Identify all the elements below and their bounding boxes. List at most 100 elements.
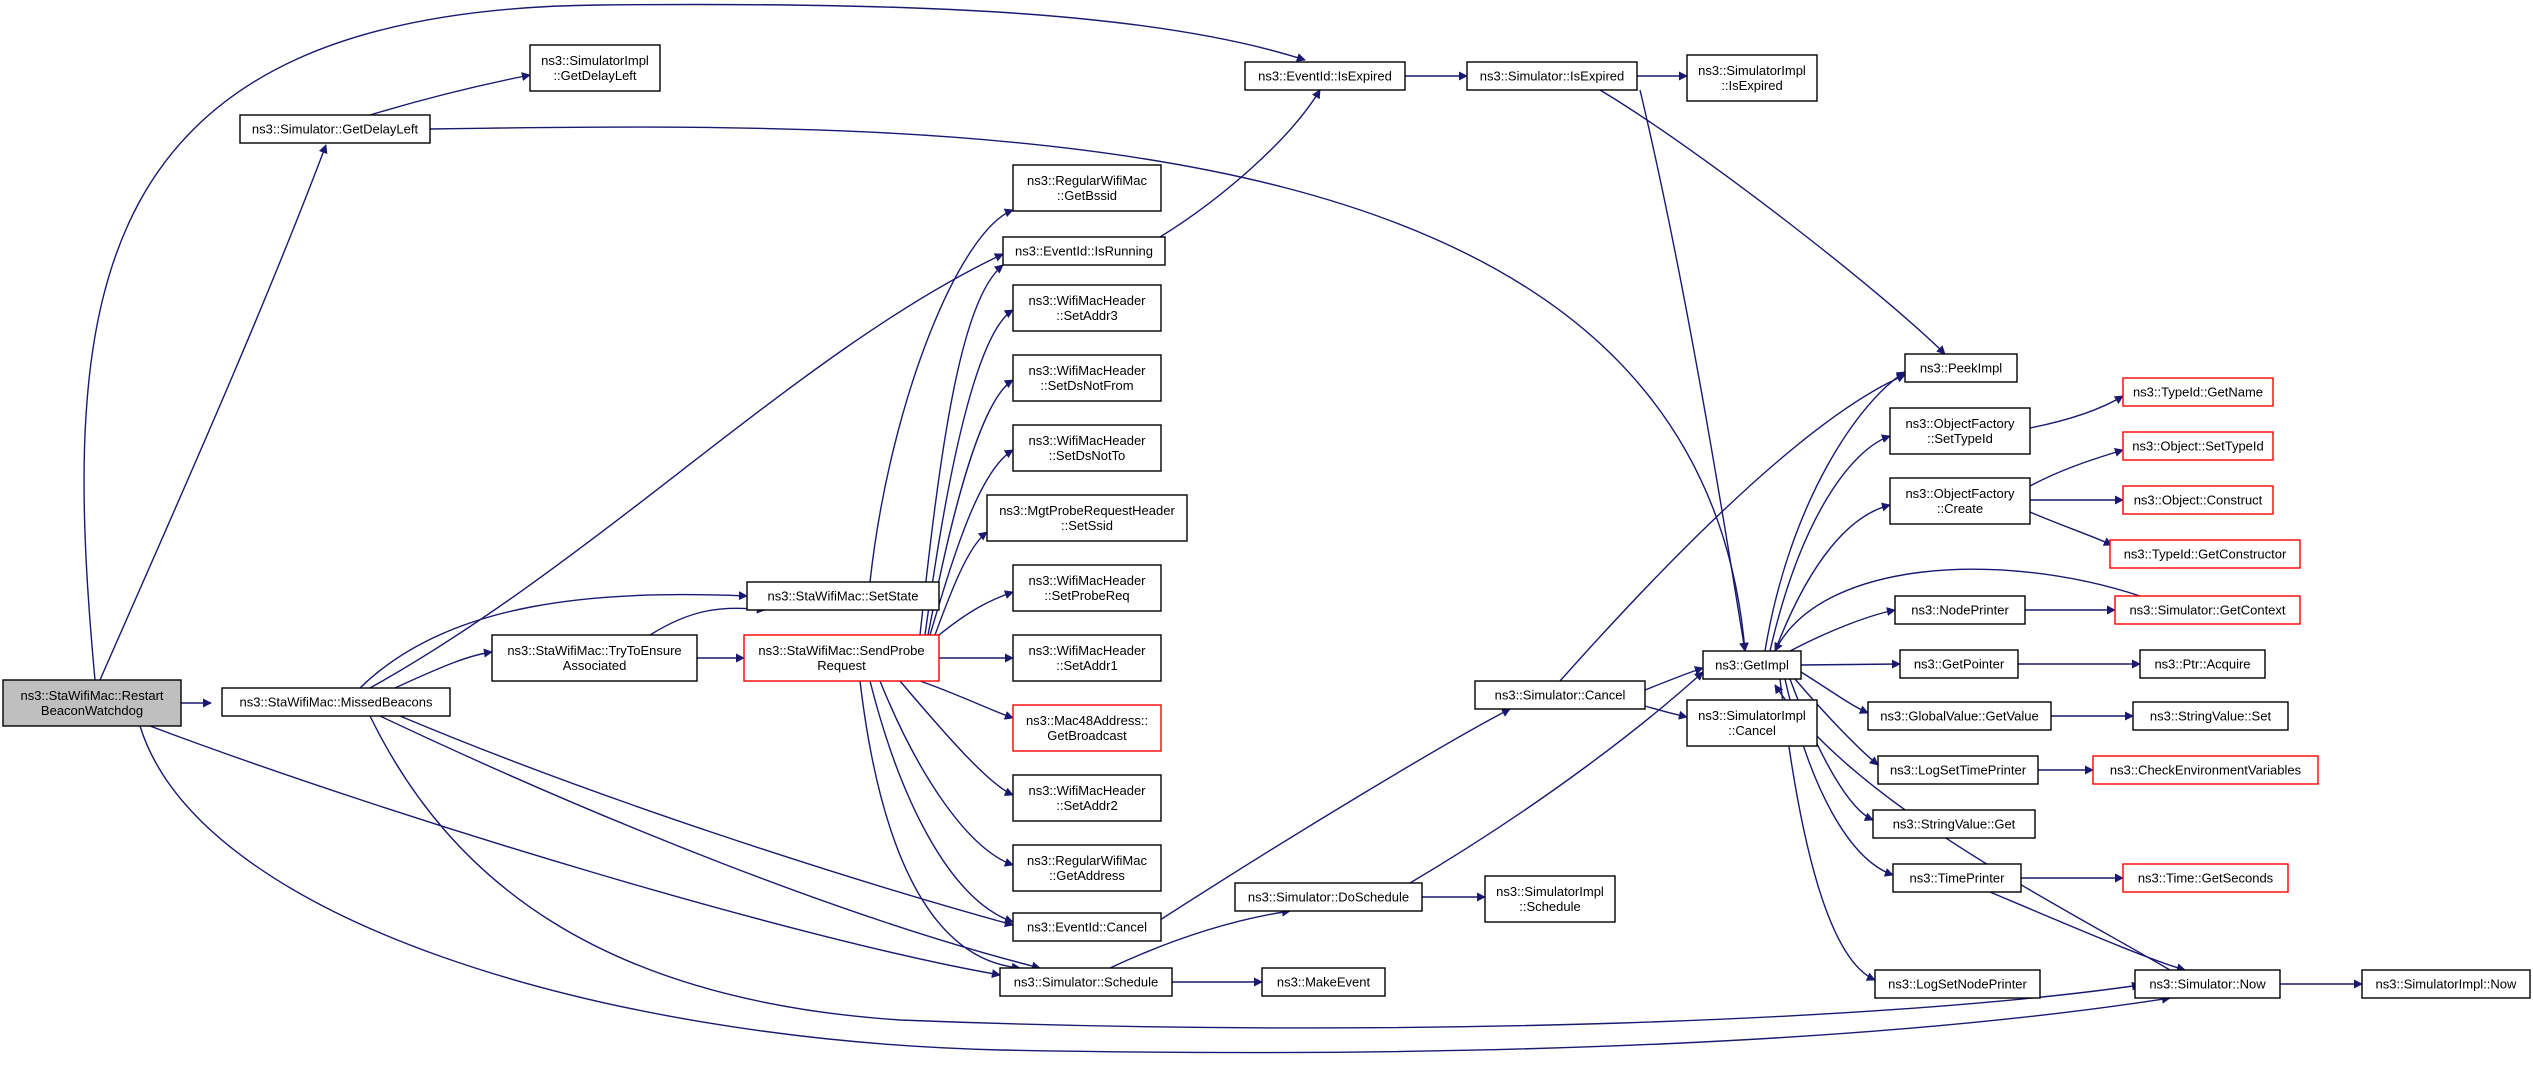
node-label: ns3::Object::Construct [2134,493,2263,508]
node-box [2139,649,2266,679]
node-label: ns3::MakeEvent [1277,975,1371,990]
node-box [1234,882,1423,912]
node-schedule[interactable]: ns3::Simulator::Schedule [999,967,1173,997]
node-logsetnodeprinter[interactable]: ns3::LogSetNodePrinter [1874,969,2041,999]
node-timeprinter[interactable]: ns3::TimePrinter [1892,863,2022,893]
node-checkenv[interactable]: ns3::CheckEnvironmentVariables [2092,755,2319,785]
node-of_settypeid[interactable]: ns3::ObjectFactory::SetTypeId [1889,407,2031,455]
edge-to-typeid_getname [2029,395,2124,429]
edge-to-setprobereq [938,590,1014,636]
edge-to-getpointer [1800,659,1901,669]
node-setdsnotto[interactable]: ns3::WifiMacHeader::SetDsNotTo [1012,424,1162,472]
node-typeid_getctor[interactable]: ns3::TypeId::GetConstructor [2109,539,2301,569]
node-getdelayleft[interactable]: ns3::Simulator::GetDelayLeft [239,114,431,144]
node-box [1702,650,1802,680]
edge-to-getbssid [869,208,1014,583]
node-of_create[interactable]: ns3::ObjectFactory::Create [1889,477,2031,525]
node-sim_getcontext[interactable]: ns3::Simulator::GetContext [2114,595,2301,625]
node-label: ::SetDsNotFrom [1040,378,1133,393]
edge-to-getimpl [429,126,1749,652]
node-time_getseconds[interactable]: ns3::Time::GetSeconds [2122,863,2289,893]
node-getaddress[interactable]: ns3::RegularWifiMac::GetAddress [1012,844,1162,892]
node-simimpl_isexpired[interactable]: ns3::SimulatorImpl::IsExpired [1686,54,1818,102]
node-label: ::IsExpired [1721,78,1782,93]
node-isrunning[interactable]: ns3::EventId::IsRunning [1002,236,1166,266]
node-label: ns3::PeekImpl [1920,361,2002,376]
node-box [491,634,698,682]
node-box [1002,236,1166,266]
node-setaddr1[interactable]: ns3::WifiMacHeader::SetAddr1 [1012,634,1162,682]
node-box [2109,539,2301,569]
node-peekimpl[interactable]: ns3::PeekImpl [1904,353,2018,383]
node-box [529,44,661,92]
node-setprobereq[interactable]: ns3::WifiMacHeader::SetProbeReq [1012,564,1162,612]
node-setssid[interactable]: ns3::MgtProbeRequestHeader::SetSsid [986,494,1188,542]
node-label: ns3::StaWifiMac::TryToEnsure [507,643,681,658]
node-label: ns3::WifiMacHeader [1028,293,1146,308]
node-setdsnotfrom[interactable]: ns3::WifiMacHeader::SetDsNotFrom [1012,354,1162,402]
node-typeid_getname[interactable]: ns3::TypeId::GetName [2122,377,2274,407]
edge-to-nodeprinter [1789,607,1896,652]
node-simnow[interactable]: ns3::Simulator::Now [2134,969,2281,999]
edge-to-peekimpl [1764,371,1906,652]
node-simimpl_now[interactable]: ns3::SimulatorImpl::Now [2361,969,2531,999]
node-label: ::SetAddr2 [1056,798,1117,813]
node-logsettimeprinter[interactable]: ns3::LogSetTimePrinter [1877,755,2039,785]
edge-to-schedule [379,715,1041,971]
node-setaddr2[interactable]: ns3::WifiMacHeader::SetAddr2 [1012,774,1162,822]
node-label: ns3::Mac48Address:: [1026,713,1148,728]
node-eventcancel[interactable]: ns3::EventId::Cancel [1012,912,1162,942]
node-nodeprinter[interactable]: ns3::NodePrinter [1894,595,2026,625]
node-getbroadcast[interactable]: ns3::Mac48Address::GetBroadcast [1012,704,1162,752]
node-makeevent[interactable]: ns3::MakeEvent [1261,967,1386,997]
node-setaddr3[interactable]: ns3::WifiMacHeader::SetAddr3 [1012,284,1162,332]
node-box [1012,564,1162,612]
node-box [2122,863,2289,893]
node-box [2,679,182,727]
edge-to-isexpired [1159,89,1321,238]
node-stringvalue_get[interactable]: ns3::StringValue::Get [1872,809,2036,839]
node-box [221,687,451,717]
node-label: ns3::TypeId::GetName [2133,385,2263,400]
node-sim_isexpired[interactable]: ns3::Simulator::IsExpired [1466,61,1638,91]
node-label: ::GetDelayLeft [553,68,636,83]
node-label: ::Create [1937,501,1983,516]
node-box [1466,61,1638,91]
node-box [1012,164,1162,212]
node-box [1474,680,1646,710]
node-missedbeacons[interactable]: ns3::StaWifiMac::MissedBeacons [221,687,451,717]
node-getpointer[interactable]: ns3::GetPointer [1899,649,2019,679]
node-box [1012,284,1162,332]
node-getbssid[interactable]: ns3::RegularWifiMac::GetBssid [1012,164,1162,212]
node-label: ns3::NodePrinter [1911,603,2009,618]
node-label: ::Schedule [1519,899,1580,914]
node-box [1889,407,2031,455]
edge-to-tryensure [394,648,493,689]
edge-to-simimpl_getdelayleft [369,72,531,116]
node-label: ns3::WifiMacHeader [1028,573,1146,588]
node-label: ns3::RegularWifiMac [1027,853,1147,868]
node-simcancel[interactable]: ns3::Simulator::Cancel [1474,680,1646,710]
node-obj_settypeid[interactable]: ns3::Object::SetTypeId [2122,431,2274,461]
node-simimpl_schedule[interactable]: ns3::SimulatorImpl::Schedule [1484,875,1616,923]
node-simimpl_getdelayleft[interactable]: ns3::SimulatorImpl::GetDelayLeft [529,44,661,92]
node-doschedule[interactable]: ns3::Simulator::DoSchedule [1234,882,1423,912]
node-getimpl[interactable]: ns3::GetImpl [1702,650,1802,680]
node-box [2122,377,2274,407]
node-label: ::SetSsid [1061,518,1113,533]
node-ptr_acquire[interactable]: ns3::Ptr::Acquire [2139,649,2266,679]
node-setstate[interactable]: ns3::StaWifiMac::SetState [746,581,940,611]
node-label: ns3::TimePrinter [1910,871,2006,886]
node-label: ns3::GlobalValue::GetValue [1880,709,2039,724]
node-simimpl_cancel[interactable]: ns3::SimulatorImpl::Cancel [1686,699,1818,747]
node-obj_construct[interactable]: ns3::Object::Construct [2122,485,2274,515]
node-isexpired[interactable]: ns3::EventId::IsExpired [1244,61,1406,91]
node-box [743,634,940,682]
node-sv_set[interactable]: ns3::StringValue::Set [2132,701,2289,731]
node-gv_getvalue[interactable]: ns3::GlobalValue::GetValue [1867,701,2052,731]
edge-to-logsettimeprinter [1794,678,1879,766]
node-label: ::SetProbeReq [1044,588,1129,603]
